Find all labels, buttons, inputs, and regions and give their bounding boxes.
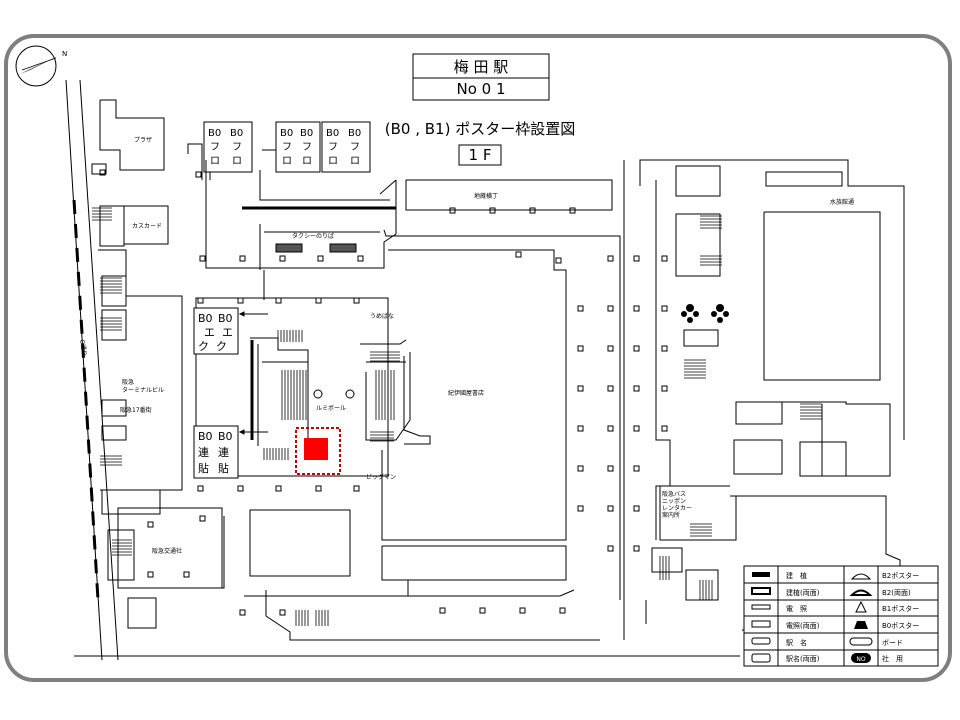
kascard-label: カスカード	[132, 223, 162, 230]
svg-text:B0: B0	[230, 128, 243, 139]
svg-text:エ: エ	[222, 326, 233, 339]
svg-text:フ: フ	[210, 142, 220, 153]
umebana-label: うめばな	[370, 312, 394, 320]
plaza-area	[91, 99, 169, 247]
svg-text:フ: フ	[350, 142, 360, 153]
svg-text:B0: B0	[326, 128, 339, 139]
svg-text:B0: B0	[348, 128, 361, 139]
legend-bar-black-icon	[752, 572, 770, 577]
svg-text:ロ: ロ	[282, 156, 292, 167]
legend-rect-round-icon	[751, 637, 771, 645]
column-pillars	[99, 169, 668, 616]
legend-label-11: 社 用	[882, 654, 903, 663]
center-road	[74, 160, 740, 657]
legend-label-4: 駅 名	[786, 638, 807, 647]
legend-label-8: B1ポスター	[882, 604, 919, 613]
svg-text:貼: 貼	[198, 461, 209, 475]
svg-text:連: 連	[198, 445, 209, 459]
suizokukan-label: 水族館通	[830, 198, 854, 206]
svg-text:B0: B0	[198, 430, 213, 443]
bigman-label: ビッグマン	[366, 473, 396, 481]
poster-location-marker[interactable]	[295, 427, 341, 475]
poster-location-fill[interactable]	[304, 438, 328, 460]
svg-text:B0: B0	[218, 430, 233, 443]
legend-rect-round-double-icon	[751, 653, 771, 663]
number-box	[412, 77, 550, 101]
svg-text:フ: フ	[232, 142, 242, 153]
legend-label-1: 建植(両面)	[786, 588, 820, 597]
taxi-stand-area	[187, 143, 397, 300]
svg-text:フ: フ	[282, 142, 292, 153]
svg-text:ロ: ロ	[302, 156, 312, 167]
legend-bar-thin-double-icon	[751, 620, 771, 628]
legend-label-9: B0ポスター	[882, 621, 919, 630]
jizo-yokocho	[405, 179, 613, 211]
b0-frame-boards	[203, 121, 371, 173]
svg-text:連: 連	[218, 445, 229, 459]
lower-left-blocks	[154, 229, 621, 641]
svg-text:ク: ク	[198, 340, 209, 353]
legend-bar-double-icon	[751, 587, 771, 595]
legend-label-2: 電 照	[786, 605, 807, 613]
bus-info-label: 阪急バスニッポンレンタカー案内所	[662, 490, 692, 519]
legend-label-5: 駅名(両面)	[786, 654, 820, 663]
svg-text:B0: B0	[218, 312, 233, 325]
svg-text:B0: B0	[300, 128, 313, 139]
legend-bar-thin-icon	[751, 604, 771, 610]
svg-text:ロ: ロ	[328, 156, 338, 167]
o-dori-label: O通り	[78, 339, 89, 357]
floor-box	[458, 144, 502, 166]
kinokuniya-label: 紀伊國屋書店	[448, 389, 484, 397]
svg-text:ロ: ロ	[210, 156, 220, 167]
hankyu-kotsusha-label: 阪急交通社	[152, 547, 182, 555]
legend-semicircle-icon	[850, 573, 872, 580]
b0-ek-boards	[193, 307, 239, 479]
svg-text:B0: B0	[198, 312, 213, 325]
north-compass-icon: N	[15, 45, 67, 87]
ek-arrows	[209, 172, 268, 435]
legend-label-10: ボード	[882, 639, 903, 647]
svg-text:ロ: ロ	[232, 156, 242, 167]
map-subtitle: (B0 , B1) ポスター枠設置図	[385, 120, 575, 138]
legend-label-7: B2(両面)	[882, 589, 911, 597]
railway-track	[65, 79, 119, 661]
svg-text:エ: エ	[204, 326, 215, 339]
lumiball-label: ルミボール	[316, 404, 346, 412]
hankyu17-label: 阪急17番街	[120, 406, 152, 414]
svg-text:ロ: ロ	[350, 156, 360, 167]
jizo-label: 地蔵横丁	[474, 192, 498, 200]
legend-pill-icon	[849, 637, 873, 646]
station-title-box	[412, 53, 550, 79]
svg-text:B0: B0	[280, 128, 293, 139]
taxi-label: タクシーのりば	[292, 232, 334, 240]
legend-trapezoid-icon	[854, 621, 868, 629]
stair-hatches	[92, 207, 822, 626]
legend-semicircle-double-icon	[849, 589, 873, 596]
legend-table: NO 建 植 建植(両面) 電 照 電照(両面) 駅 名 駅名(両面) B2ポス…	[743, 565, 939, 667]
legend-no-badge-text: NO	[856, 656, 865, 663]
svg-text:フ: フ	[328, 142, 338, 153]
pillar-flowers	[681, 304, 729, 323]
station-number: No 0 1	[456, 80, 505, 98]
right-district	[639, 159, 905, 631]
legend-triangle-icon	[855, 600, 867, 613]
station-title: 梅 田 駅	[454, 58, 509, 76]
legend-no-badge-icon	[851, 653, 871, 663]
legend-label-0: 建 植	[786, 571, 807, 580]
legend-label-3: 電照(両面)	[786, 622, 820, 630]
hankyu-terminal-label: 阪急ターミナルビル	[122, 378, 164, 394]
north-label: N	[62, 50, 67, 58]
legend-label-6: B2ポスター	[882, 571, 919, 580]
svg-text:貼: 貼	[218, 461, 229, 475]
svg-text:ク: ク	[216, 340, 227, 353]
svg-text:フ: フ	[302, 142, 312, 153]
central-concourse	[195, 297, 431, 477]
plaza-label: プラザ	[134, 137, 152, 144]
kinokuniya-building	[381, 249, 567, 596]
floor-label: 1 F	[469, 146, 492, 164]
svg-text:B0: B0	[208, 128, 221, 139]
